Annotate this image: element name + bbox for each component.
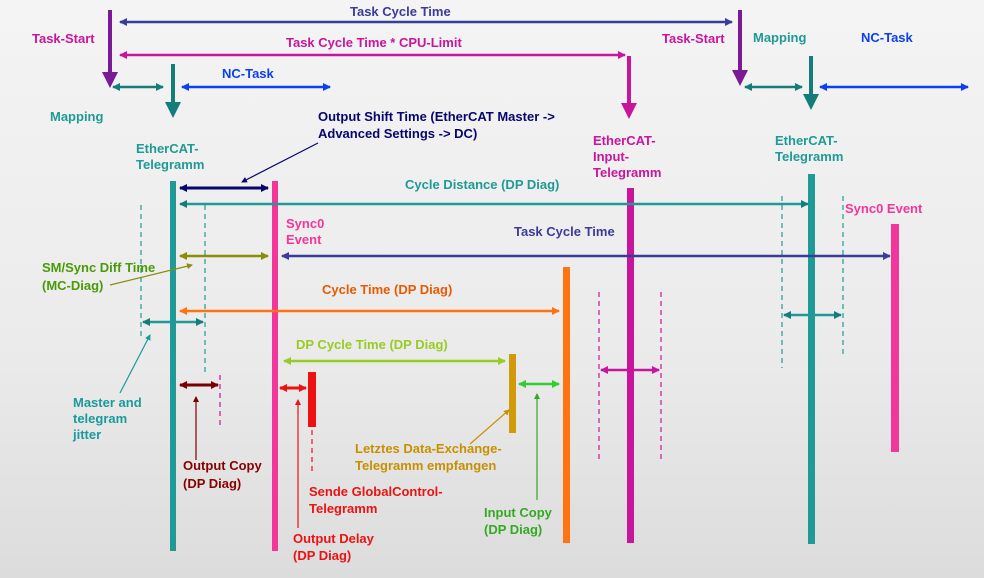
label-sync0-event-right: Sync0 Event — [845, 201, 923, 216]
ethercat-input-bar — [627, 188, 634, 543]
task-start-arrow-right — [732, 70, 748, 86]
labels: Task Cycle Time Task-Start Task Cycle Ti… — [32, 4, 923, 563]
label-sync0-event-left-2: Event — [286, 232, 322, 247]
vertical-bars — [170, 174, 899, 551]
sync0-event-bar-left — [272, 181, 278, 551]
label-output-copy-2: (DP Diag) — [183, 476, 241, 491]
label-output-shift-1: Output Shift Time (EtherCAT Master -> — [318, 109, 555, 124]
telegram-arrow-right — [803, 94, 819, 110]
label-sync0-event-left-1: Sync0 — [286, 216, 324, 231]
telegram-arrow-left — [165, 102, 181, 118]
label-task-cycle-time-mid: Task Cycle Time — [514, 224, 615, 239]
down-arrows — [102, 10, 819, 119]
label-ethercat-input-1: EtherCAT- — [593, 133, 656, 148]
sync0-event-bar-right — [891, 224, 899, 452]
label-task-start-right: Task-Start — [662, 31, 725, 46]
label-letztes-1: Letztes Data-Exchange- — [355, 441, 502, 456]
label-input-copy-1: Input Copy — [484, 505, 553, 520]
label-cpu-limit: Task Cycle Time * CPU-Limit — [286, 35, 462, 50]
label-master-jitter-1: Master and — [73, 395, 142, 410]
output-delay-bar — [308, 372, 316, 427]
label-nc-task-left: NC-Task — [222, 66, 275, 81]
label-cycle-time-dp: Cycle Time (DP Diag) — [322, 282, 452, 297]
label-master-jitter-2: telegram — [73, 411, 127, 426]
label-output-copy-1: Output Copy — [183, 458, 262, 473]
cycle-time-end-bar — [563, 267, 570, 543]
label-sende-1: Sende GlobalControl- — [309, 484, 443, 499]
label-input-copy-2: (DP Diag) — [484, 522, 542, 537]
ethercat-telegram-bar-left — [170, 181, 176, 551]
label-sende-2: Telegramm — [309, 501, 377, 516]
label-ethercat-tel-left-2: Telegramm — [136, 157, 204, 172]
horizontal-arrows — [112, 18, 969, 392]
letztes-data-exchange-bar — [509, 354, 516, 433]
cpu-limit-arrow — [621, 103, 637, 119]
label-nc-task-right: NC-Task — [861, 30, 914, 45]
label-ethercat-tel-right-2: Telegramm — [775, 149, 843, 164]
label-ethercat-input-3: Telegramm — [593, 165, 661, 180]
label-output-shift-2: Advanced Settings -> DC) — [318, 126, 477, 141]
label-letztes-2: Telegramm empfangen — [355, 458, 496, 473]
label-master-jitter-3: jitter — [72, 427, 101, 442]
pointer-lines — [109, 142, 540, 528]
label-mapping-right: Mapping — [753, 30, 806, 45]
label-output-delay-2: (DP Diag) — [293, 548, 351, 563]
label-output-delay-1: Output Delay — [293, 531, 375, 546]
task-start-arrow-left — [102, 72, 118, 88]
label-task-cycle-time-top: Task Cycle Time — [350, 4, 451, 19]
label-sm-sync-1: SM/Sync Diff Time — [42, 260, 155, 275]
label-ethercat-tel-left-1: EtherCAT- — [136, 141, 199, 156]
label-sm-sync-2: (MC-Diag) — [42, 278, 103, 293]
label-dp-cycle-time: DP Cycle Time (DP Diag) — [296, 337, 448, 352]
dashed-lines — [140, 196, 844, 472]
label-cycle-distance: Cycle Distance (DP Diag) — [405, 177, 559, 192]
label-ethercat-tel-right-1: EtherCAT- — [775, 133, 838, 148]
label-task-start-left: Task-Start — [32, 31, 95, 46]
label-ethercat-input-2: Input- — [593, 149, 629, 164]
label-mapping-left: Mapping — [50, 109, 103, 124]
ethercat-telegram-bar-right — [808, 174, 815, 544]
